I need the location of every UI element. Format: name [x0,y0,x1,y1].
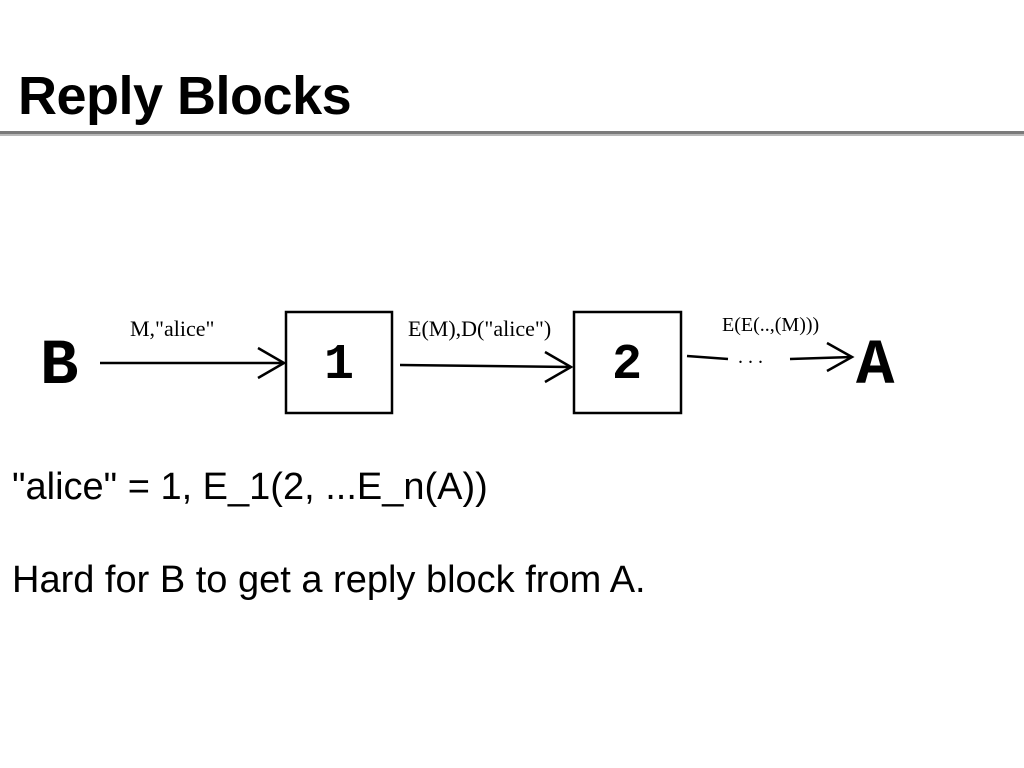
mix-node-1: 1 [284,310,394,415]
edge-b-to-1 [100,346,287,380]
title-divider [0,131,1024,136]
edge-1-to-2 [399,350,574,384]
edge-2-to-a [686,341,855,373]
mix-node-2-label: 2 [612,337,642,394]
node-b-label: B [40,331,78,403]
edge-1-to-2-line [399,363,572,369]
mix-node-1-box [284,310,394,415]
edge-2-to-a-line-start [686,354,729,361]
mix-node-1-label: 1 [324,337,354,394]
edge-1-to-2-arrowhead [544,350,574,384]
edge-b-to-1-arrowhead [257,346,287,380]
edge-2-to-a-arrowhead [826,341,855,373]
edge-2-to-a-line-end [789,355,853,361]
reply-block-definition: "alice" = 1, E_1(2, ...E_n(A)) [12,466,488,508]
edge-2-to-a-label: E(E(..,(M))) [722,314,819,336]
diagram-canvas: B M,"alice" 1 E(M),D("alice") 2 . [40,310,895,415]
reply-block-diagram: B M,"alice" 1 E(M),D("alice") 2 . [0,290,1024,440]
reply-block-note: Hard for B to get a reply block from A. [12,559,646,601]
mix-node-2: 2 [572,310,683,415]
edge-1-to-2-label: E(M),D("alice") [408,316,551,341]
mix-node-2-box [572,310,683,415]
edge-b-to-1-label: M,"alice" [130,316,215,341]
slide-title: Reply Blocks [18,66,352,126]
edge-2-to-a-ellipsis: . . . [738,346,763,368]
node-a-label: A [856,331,895,403]
